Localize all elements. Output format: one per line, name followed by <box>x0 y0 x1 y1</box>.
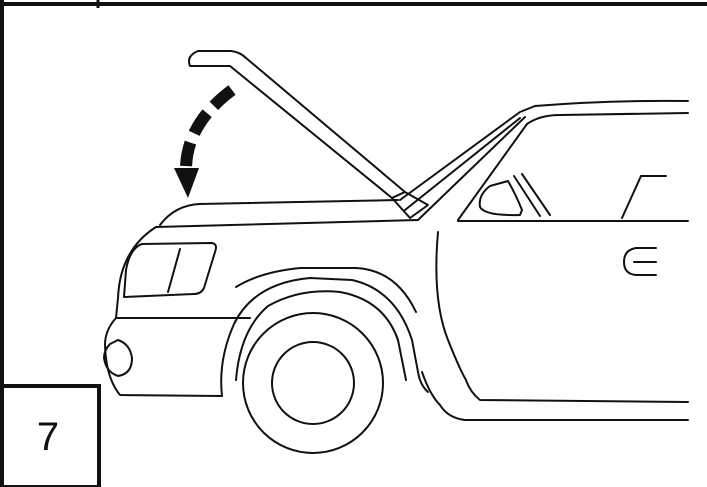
hood <box>189 51 428 218</box>
curved-arrow-icon <box>174 90 232 198</box>
step-number-label: 7 <box>37 415 59 459</box>
step-number-box: 7 <box>2 386 99 487</box>
front-wheel <box>243 313 383 453</box>
